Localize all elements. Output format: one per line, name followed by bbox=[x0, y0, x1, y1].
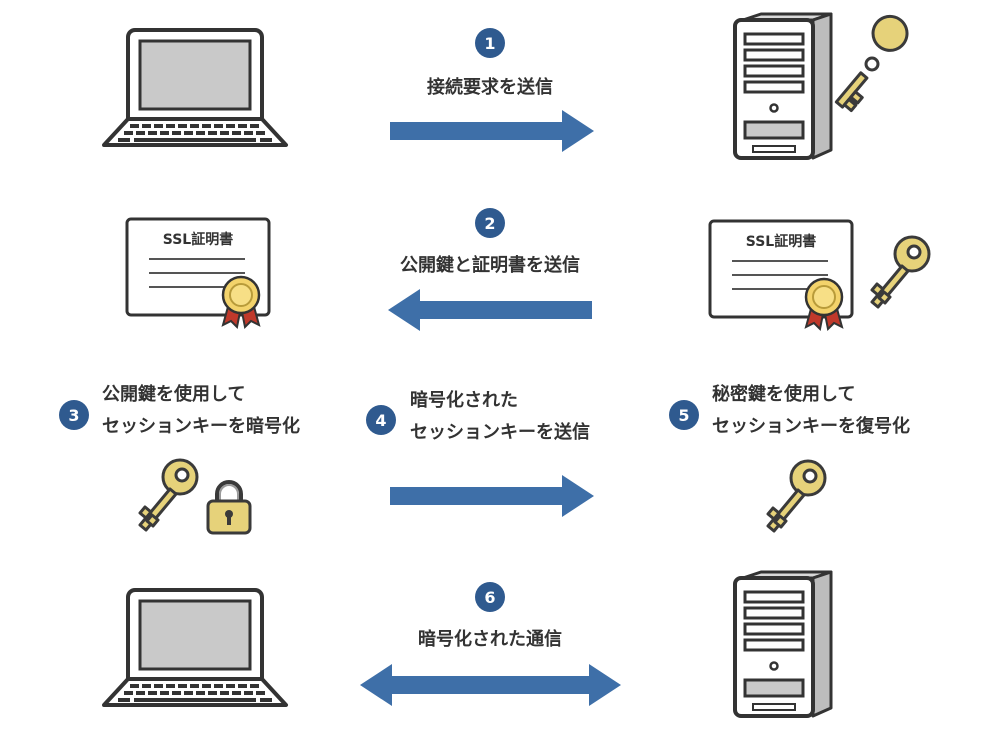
step-2-label: 公開鍵と証明書を送信 bbox=[400, 255, 580, 276]
step-4-label-line-1: 暗号化された bbox=[410, 390, 518, 411]
step-5-label: 秘密鍵を使用して セッションキーを復号化 bbox=[712, 379, 910, 443]
step-5-label-line-2: セッションキーを復号化 bbox=[712, 416, 910, 437]
arrow-bidirectional-6 bbox=[360, 664, 621, 706]
server-icon bbox=[733, 12, 833, 160]
step-4-label-line-2: セッションキーを送信 bbox=[410, 422, 590, 443]
arrow-right-4 bbox=[390, 475, 594, 517]
step-4-label: 暗号化された セッションキーを送信 bbox=[410, 385, 590, 449]
client-laptop-icon-bottom bbox=[102, 588, 288, 707]
step-5-badge: 5 bbox=[669, 400, 699, 430]
step-6-badge: 6 bbox=[475, 582, 505, 612]
client-laptop-icon bbox=[102, 28, 288, 147]
step-6-label: 暗号化された通信 bbox=[418, 629, 562, 650]
ssl-certificate-right-title: SSL証明書 bbox=[745, 234, 817, 250]
step-5-label-line-1: 秘密鍵を使用して bbox=[712, 384, 856, 405]
lock-icon bbox=[206, 480, 252, 535]
private-key-icon bbox=[834, 14, 909, 113]
ssl-certificate-right bbox=[708, 219, 854, 332]
step-3-label-line-1: 公開鍵を使用して bbox=[102, 384, 246, 405]
ssl-certificate-left bbox=[125, 217, 271, 330]
step-4-badge: 4 bbox=[366, 405, 396, 435]
step-3-label: 公開鍵を使用して セッションキーを暗号化 bbox=[102, 379, 300, 443]
ssl-certificate-left-title: SSL証明書 bbox=[162, 232, 234, 248]
step-3-label-line-2: セッションキーを暗号化 bbox=[102, 416, 300, 437]
private-key-icon-decrypt bbox=[766, 459, 827, 533]
arrow-right-1 bbox=[390, 110, 594, 152]
arrow-left-2 bbox=[388, 289, 592, 331]
public-key-icon-encrypt bbox=[138, 458, 199, 532]
step-1-label: 接続要求を送信 bbox=[427, 77, 553, 98]
step-3-badge: 3 bbox=[59, 400, 89, 430]
server-icon-bottom bbox=[733, 570, 833, 718]
public-key-icon bbox=[870, 235, 931, 309]
step-2-badge: 2 bbox=[475, 208, 505, 238]
step-1-badge: 1 bbox=[475, 28, 505, 58]
